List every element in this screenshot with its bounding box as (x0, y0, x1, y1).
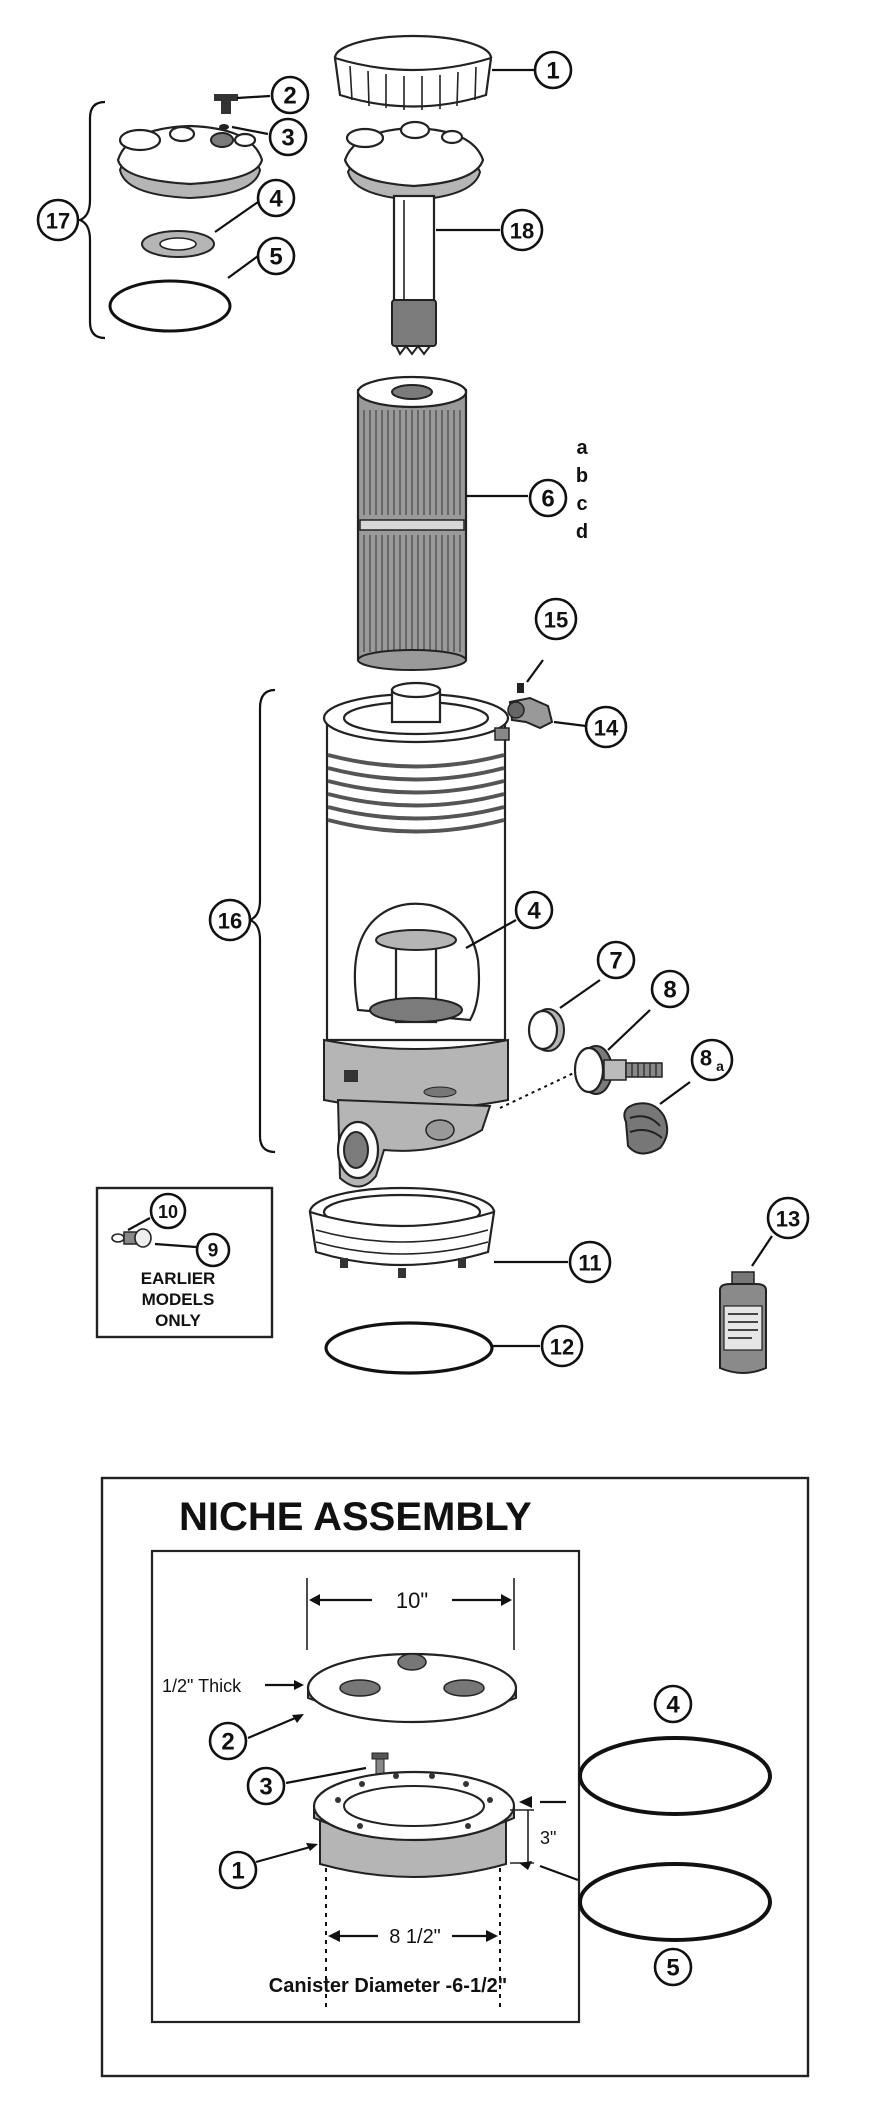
svg-text:3: 3 (281, 125, 294, 152)
niche-dim-inner: 8 1/2" (389, 1926, 441, 1948)
part-lid-standpipe (343, 120, 485, 356)
svg-text:7: 7 (609, 948, 622, 975)
svg-text:3: 3 (259, 1774, 272, 1801)
niche-callout-4: 4 (653, 1684, 693, 1724)
variant-d: d (576, 521, 588, 543)
svg-text:15: 15 (544, 608, 568, 633)
niche-title: NICHE ASSEMBLY (179, 1495, 532, 1539)
part-bottom-oring (324, 1321, 494, 1375)
niche-oring-5 (578, 1862, 772, 1942)
part-bottom-lock-ring (308, 1186, 496, 1278)
niche-ring (312, 1770, 516, 1878)
svg-text:11: 11 (578, 1251, 601, 1276)
callout-8: 8 (650, 969, 690, 1009)
part-lid-oring-large (108, 279, 232, 333)
part-air-relief-screw (517, 683, 524, 693)
svg-text:2: 2 (221, 1729, 234, 1756)
svg-text:2: 2 (283, 83, 296, 110)
bracket-16 (247, 688, 276, 1154)
svg-text:16: 16 (218, 909, 242, 934)
variant-b: b (576, 465, 588, 487)
earlier-models-line-3: ONLY (155, 1311, 201, 1330)
callout-15: 15 (534, 597, 578, 641)
svg-text:8: 8 (663, 977, 676, 1004)
svg-text:6: 6 (541, 486, 554, 513)
part-lubricant-bottle (719, 1271, 767, 1374)
callout-12: 12 (540, 1324, 584, 1368)
svg-text:a: a (716, 1058, 724, 1074)
callout-17: 17 (36, 198, 80, 242)
callout-9: 9 (195, 1232, 231, 1268)
variant-c: c (576, 493, 587, 515)
svg-text:17: 17 (46, 209, 70, 234)
svg-text:12: 12 (550, 1335, 574, 1360)
svg-text:18: 18 (510, 219, 534, 244)
callout-14: 14 (584, 705, 628, 749)
niche-oring-4 (578, 1736, 772, 1816)
callout-18: 18 (500, 208, 544, 252)
svg-text:1: 1 (546, 58, 559, 85)
svg-text:13: 13 (776, 1207, 800, 1232)
part-lock-ring (333, 34, 493, 110)
svg-text:14: 14 (594, 716, 619, 741)
part-canister-body (322, 681, 510, 1188)
part-filter-cartridge (356, 375, 468, 671)
niche-cover-plate (306, 1652, 518, 1724)
svg-text:8: 8 (700, 1046, 712, 1071)
callout-7: 7 (596, 940, 636, 980)
part-lid-assembly (116, 124, 264, 200)
svg-text:4: 4 (527, 898, 541, 925)
svg-text:10: 10 (158, 1202, 178, 1222)
callout-13: 13 (766, 1196, 810, 1240)
callout-16: 16 (208, 898, 252, 942)
earlier-models-line-1: EARLIER (141, 1269, 216, 1288)
part-drain-cap (527, 1008, 565, 1052)
callout-5: 5 (256, 236, 296, 276)
callout-6: 6 (528, 478, 568, 518)
part-air-relief-valve (507, 696, 554, 730)
variant-a: a (576, 437, 588, 459)
bracket-17 (77, 100, 106, 340)
niche-canister-label: Canister Diameter -6-1/2" (269, 1975, 507, 1997)
part-drain-plug (573, 1045, 663, 1095)
svg-text:4: 4 (269, 186, 283, 213)
svg-text:4: 4 (666, 1692, 680, 1719)
niche-callout-1: 1 (218, 1850, 258, 1890)
part-bleed-screw (214, 94, 238, 114)
part-small-oring (219, 124, 229, 130)
part-drain-plug-alt (623, 1102, 669, 1155)
niche-dim-width: 10" (396, 1588, 428, 1613)
callout-4-body: 4 (514, 890, 554, 930)
svg-text:1: 1 (231, 1858, 244, 1885)
callout-2: 2 (270, 75, 310, 115)
niche-callout-5: 5 (653, 1947, 693, 1987)
earlier-models-line-2: MODELS (142, 1290, 215, 1309)
callout-8a: 8 a (690, 1038, 734, 1082)
niche-callout-2: 2 (208, 1721, 248, 1761)
callout-11: 11 (568, 1240, 612, 1284)
niche-callout-3: 3 (246, 1766, 286, 1806)
svg-text:5: 5 (269, 244, 282, 271)
callout-4: 4 (256, 178, 296, 218)
niche-dim-depth: 3" (540, 1828, 556, 1848)
svg-text:5: 5 (666, 1955, 679, 1982)
niche-thick-label: 1/2" Thick (162, 1676, 242, 1696)
part-lid-oring-flat (141, 230, 215, 258)
callout-10: 10 (149, 1192, 187, 1230)
niche-assembly-panel (100, 1476, 810, 2078)
callout-3: 3 (268, 117, 308, 157)
callout-1: 1 (533, 50, 573, 90)
svg-text:9: 9 (208, 1241, 219, 1262)
